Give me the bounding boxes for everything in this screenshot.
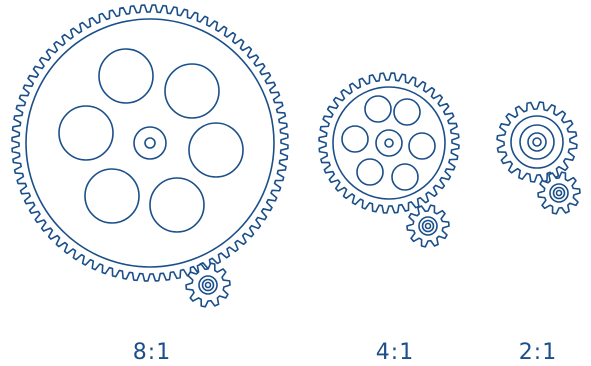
- pinion-2-1-bore: [555, 189, 563, 197]
- lightening-hole: [149, 177, 205, 233]
- lightening-hole: [356, 158, 384, 186]
- large-gear-8-1-hub: [133, 126, 167, 160]
- pinion-2-1-ring-inner: [552, 186, 566, 200]
- pinion-8-1: [185, 262, 231, 308]
- lightening-hole: [84, 168, 140, 224]
- large-gear-4-1-hub: [375, 129, 403, 157]
- lightening-hole: [164, 63, 220, 119]
- pinion-8-1-bore: [204, 281, 212, 289]
- pinion-8-1-ring: [198, 275, 218, 295]
- large-gear-8-1: [11, 4, 289, 282]
- lightening-hole: [391, 163, 419, 191]
- large-gear-2-1-hub: [519, 124, 555, 160]
- gear-set-4-1: [318, 72, 460, 248]
- lightening-hole: [408, 132, 436, 160]
- large-gear-8-1-rim: [25, 18, 275, 268]
- gear-set-2-1: [496, 101, 581, 215]
- pinion-2-1: [537, 171, 581, 215]
- lightening-hole: [98, 48, 154, 104]
- lightening-hole: [393, 98, 421, 126]
- ratio-label-8-1: 8:1: [133, 340, 171, 365]
- lightening-hole: [364, 95, 392, 123]
- large-gear-8-1-bore: [144, 137, 156, 149]
- pinion-4-1-ring-inner: [421, 219, 435, 233]
- lightening-hole: [188, 122, 244, 178]
- pinion-2-1-ring: [549, 183, 569, 203]
- lightening-hole: [58, 105, 114, 161]
- pinion-4-1-ring: [418, 216, 438, 236]
- lightening-hole: [341, 125, 369, 153]
- pinion-8-1-ring-inner: [201, 278, 215, 292]
- ratio-label-2-1: 2:1: [519, 340, 557, 365]
- large-gear-2-1-ring-inner: [527, 132, 547, 152]
- large-gear-2-1-bore: [532, 137, 542, 147]
- large-gear-4-1-holes: [341, 95, 436, 191]
- pinion-4-1-bore: [424, 222, 432, 230]
- large-gear-4-1-rim: [332, 86, 446, 200]
- large-gear-8-1-holes: [58, 48, 244, 233]
- large-gear-2-1-rim: [510, 115, 564, 169]
- large-gear-4-1-bore: [384, 138, 394, 148]
- large-gear-4-1: [318, 72, 460, 214]
- pinion-4-1: [406, 204, 450, 248]
- ratio-label-4-1: 4:1: [376, 340, 414, 365]
- gear-set-8-1: [11, 4, 289, 308]
- large-gear-2-1: [496, 101, 578, 183]
